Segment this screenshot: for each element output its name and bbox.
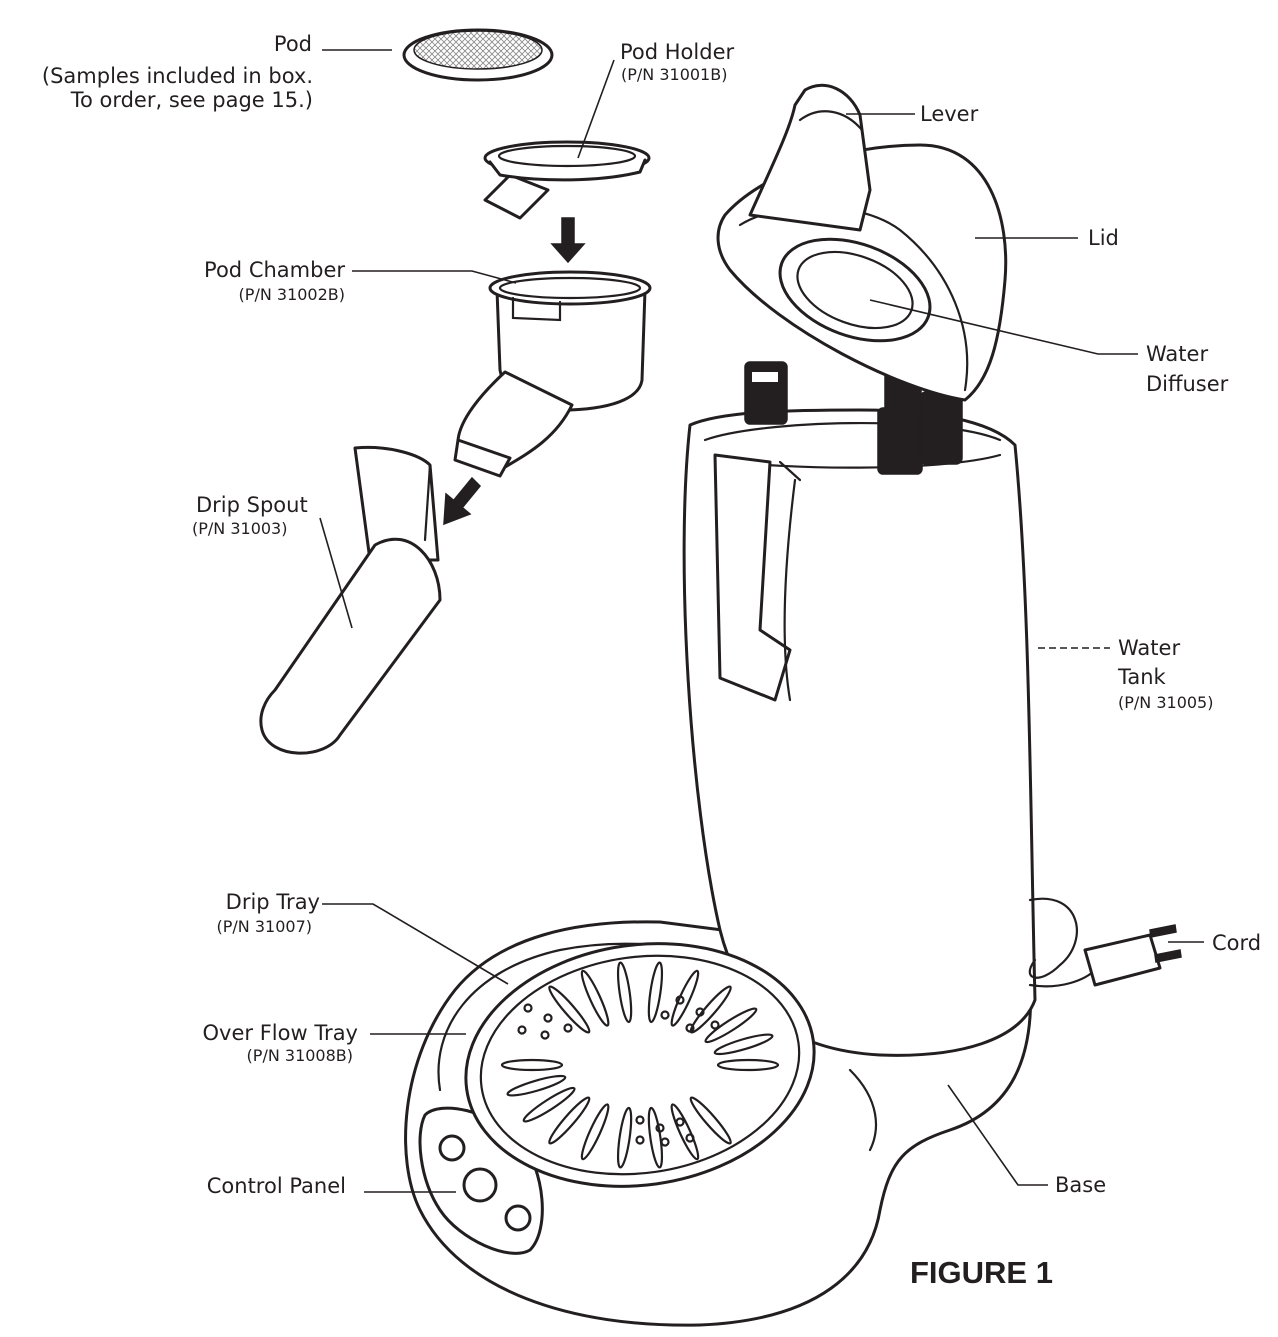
drip-spout-illustration (259, 445, 442, 755)
drip-tray-label: Drip Tray (225, 890, 320, 914)
water-tank-label-line1: Water (1118, 636, 1181, 660)
drip-tray-slot (713, 1033, 774, 1056)
drip-tray-slot (704, 1007, 758, 1044)
pod-note-line2: To order, see page 15.) (70, 88, 313, 112)
drip-tray-slot (689, 1096, 732, 1145)
drip-tray-hole (635, 1115, 645, 1125)
pod-chamber-label: Pod Chamber (204, 258, 345, 282)
drip-tray-illustration (464, 942, 816, 1188)
drip-tray-hole (685, 1023, 695, 1033)
drip-tray-slot (716, 1058, 780, 1072)
drip-tray-slots (500, 961, 780, 1169)
figure-caption: FIGURE 1 (910, 1255, 1053, 1290)
leader-lines (319, 49, 1204, 1193)
drip-tray-slot (580, 1103, 610, 1161)
pod-illustration (402, 28, 554, 82)
drip-tray-hole (675, 995, 685, 1005)
drip-tray-slot (647, 1106, 664, 1169)
water-tank-illustration (682, 361, 1037, 1057)
drip-tray-hole (543, 1013, 553, 1023)
drip-tray-hole (523, 1003, 533, 1013)
drip-tray-hole (685, 1133, 695, 1143)
drip-tray-slot (522, 1086, 576, 1123)
drip-spout-pn: (P/N 31003) (192, 519, 288, 538)
drip-tray-hole (563, 1023, 573, 1033)
arrow-diagonal-icon (443, 476, 482, 526)
drip-tray-slot (616, 961, 633, 1024)
lever-label: Lever (920, 102, 979, 126)
cord-illustration (1028, 897, 1182, 988)
drip-tray-hole (660, 1010, 670, 1020)
pod-note-line1: (Samples included in box. (41, 64, 313, 88)
drip-tray-slot (548, 985, 591, 1034)
drip-tray-hole (635, 1135, 645, 1145)
drip-tray-hole (655, 1123, 665, 1133)
drip-tray-hole (517, 1025, 527, 1035)
drip-tray-hole (695, 1007, 705, 1017)
drip-tray-slot (506, 1074, 567, 1097)
pod-label: Pod (273, 32, 312, 56)
base-label: Base (1055, 1173, 1107, 1197)
lid-label: Lid (1088, 226, 1119, 250)
drip-tray-slot (616, 1106, 633, 1169)
drip-tray-slot (580, 969, 610, 1027)
drip-tray-hole (660, 1137, 670, 1147)
pod-holder-label: Pod Holder (620, 40, 735, 64)
pod-holder-illustration (483, 140, 651, 220)
over-flow-tray-label: Over Flow Tray (202, 1021, 358, 1045)
pod-chamber-pn: (P/N 31002B) (238, 285, 345, 304)
water-diffuser-label-line2: Diffuser (1146, 372, 1229, 396)
drip-tray-hole (540, 1030, 550, 1040)
drip-tray-hole (710, 1020, 720, 1030)
drip-tray-slot (500, 1058, 564, 1072)
drip-tray-slot (670, 1103, 700, 1161)
lid-illustration (716, 83, 1008, 402)
drip-tray-slot (548, 1096, 591, 1145)
arrow-down-icon (550, 217, 586, 264)
over-flow-tray-pn: (P/N 31008B) (246, 1046, 353, 1065)
pod-holder-pn: (P/N 31001B) (621, 65, 728, 84)
drip-tray-slot (647, 961, 664, 1024)
control-panel-label: Control Panel (206, 1174, 346, 1198)
cord-label: Cord (1212, 931, 1262, 955)
drip-tray-pn: (P/N 31007) (216, 917, 312, 936)
drip-tray-hole (675, 1117, 685, 1127)
water-diffuser-label-line1: Water (1146, 342, 1209, 366)
water-tank-pn: (P/N 31005) (1118, 693, 1214, 712)
drip-spout-label: Drip Spout (196, 493, 308, 517)
pod-chamber-illustration (453, 270, 652, 478)
water-tank-label-line2: Tank (1118, 665, 1166, 689)
